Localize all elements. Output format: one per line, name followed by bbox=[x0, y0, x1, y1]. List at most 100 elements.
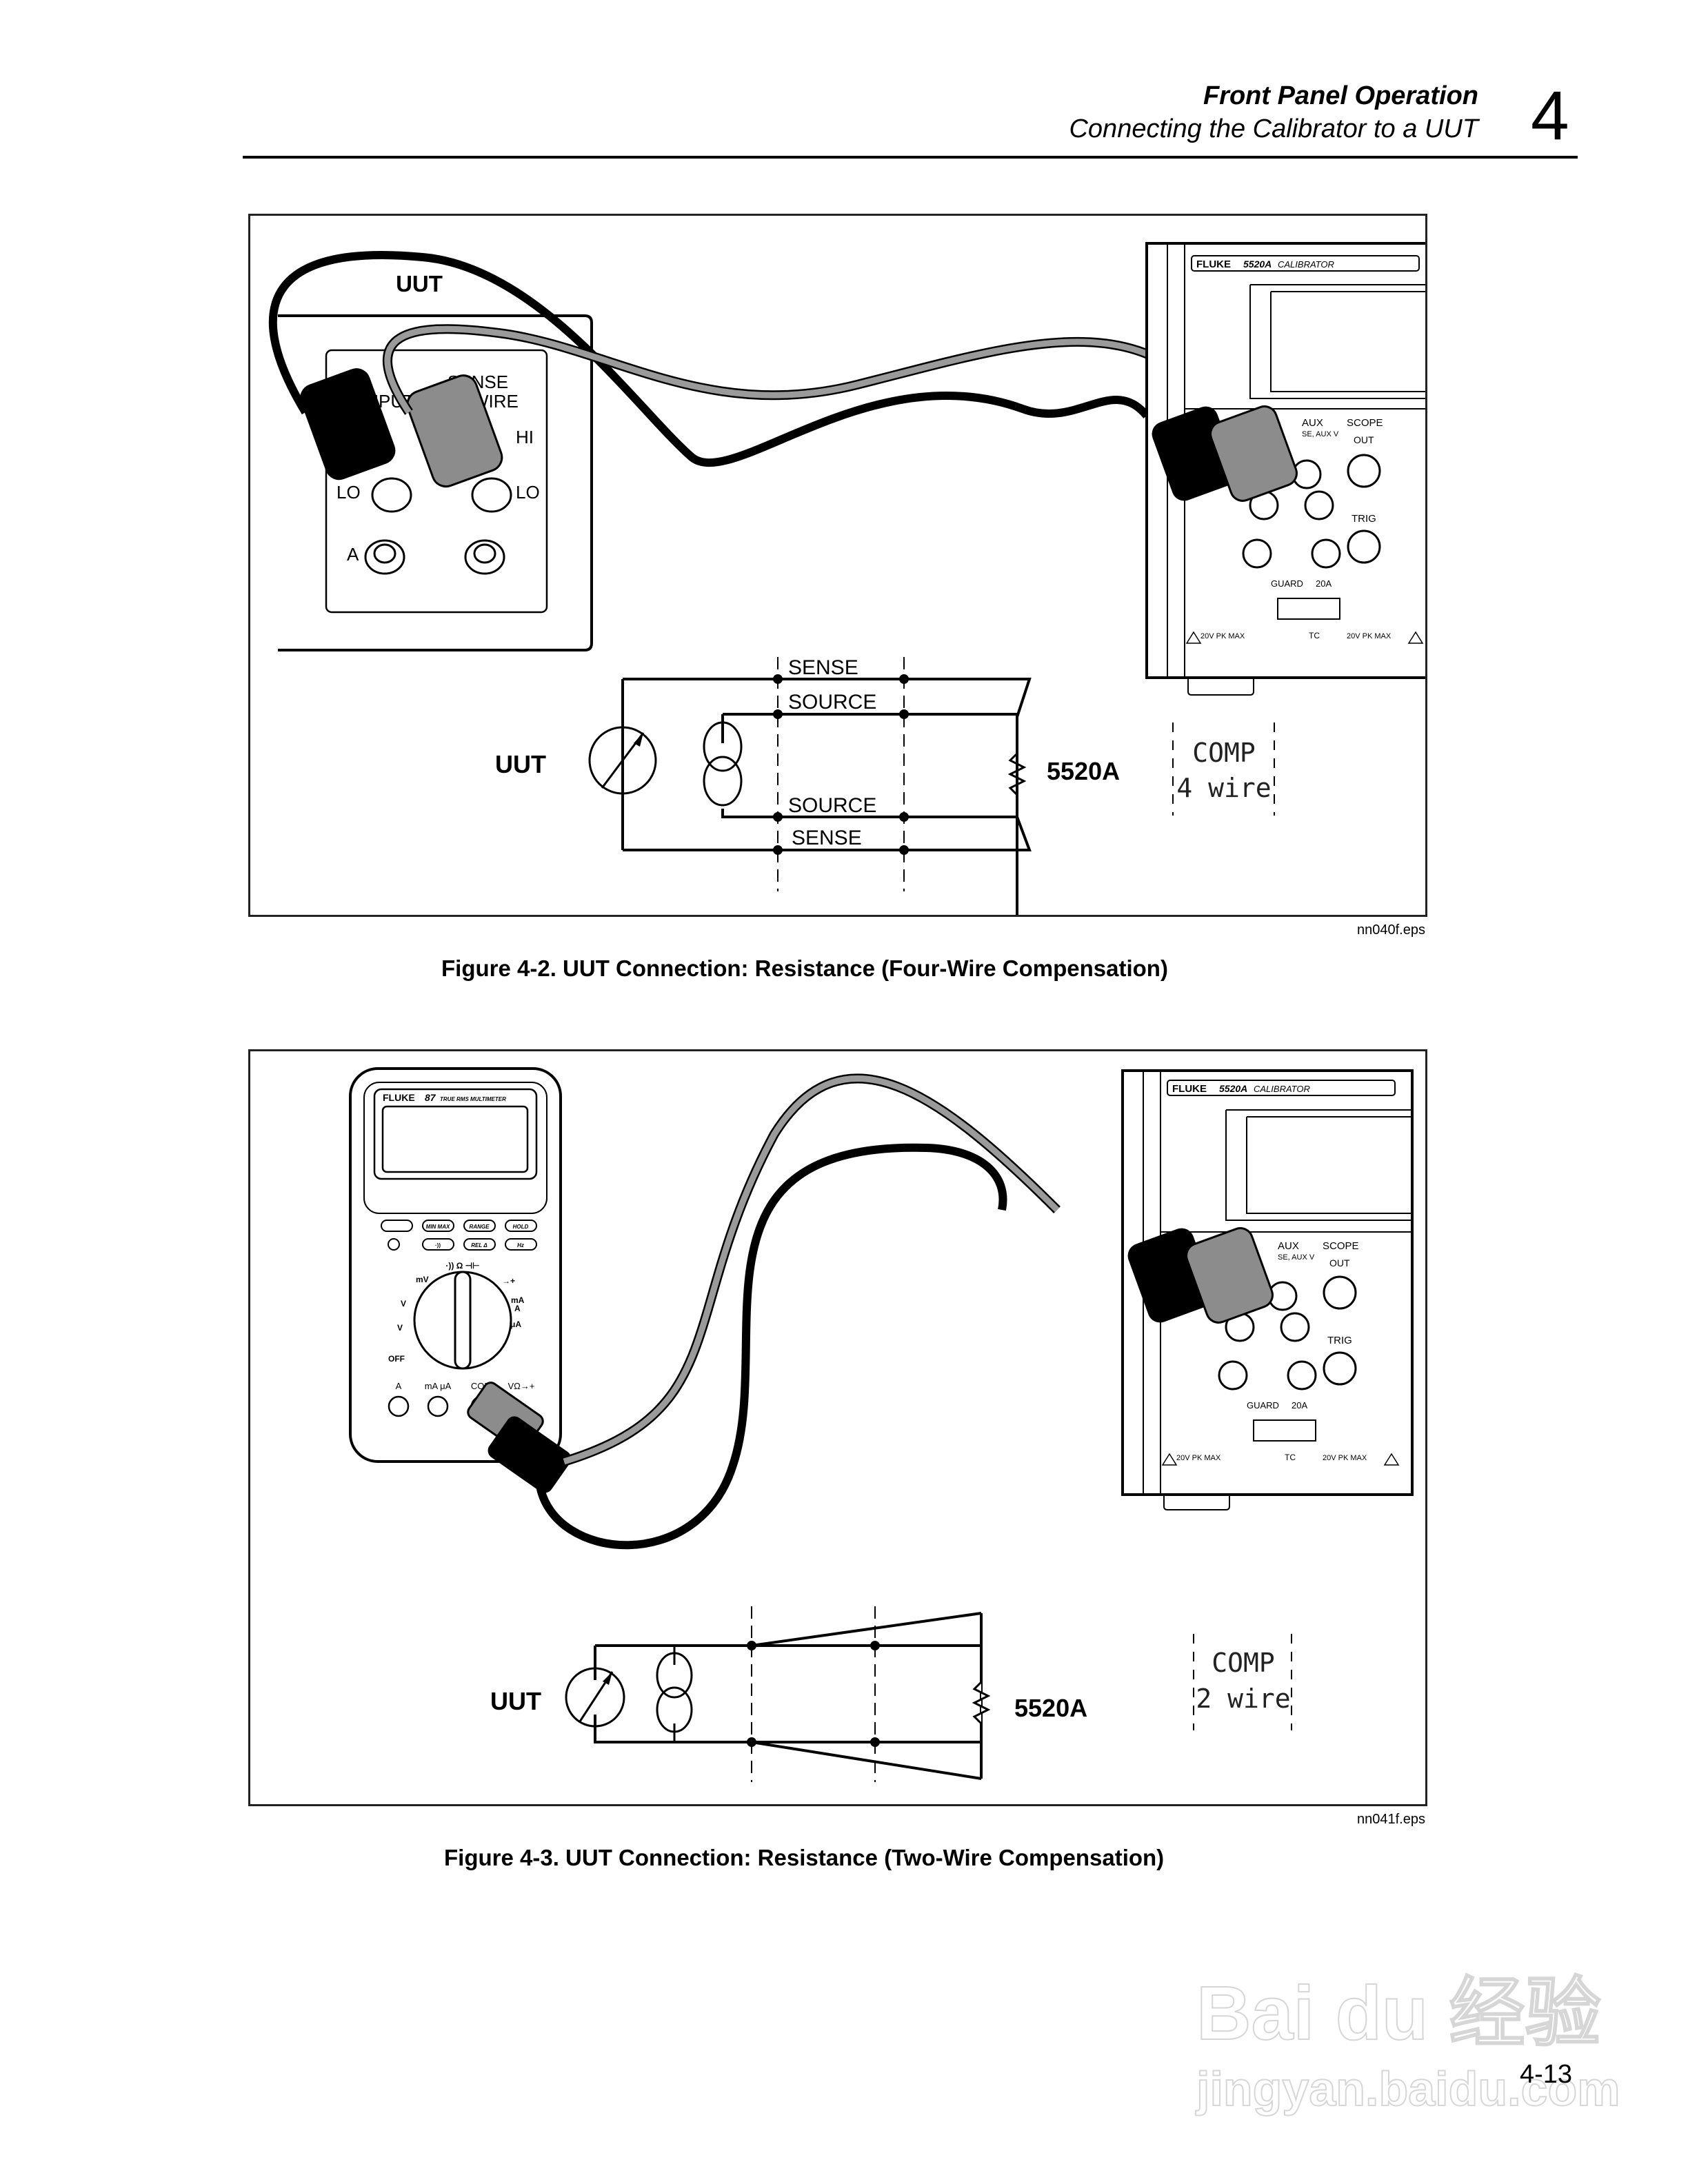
section-title: Front Panel Operation bbox=[1203, 81, 1478, 110]
guard-jack bbox=[1242, 538, 1272, 569]
schematic-4-wire bbox=[588, 657, 1032, 920]
amp-20a-jack bbox=[1311, 538, 1341, 569]
dmm-display bbox=[381, 1105, 529, 1173]
cal-tc-label: TC bbox=[1285, 1453, 1296, 1462]
figure-4-3-filename: nn041f.eps bbox=[1357, 1812, 1425, 1827]
dmm-button-rel[interactable] bbox=[463, 1238, 496, 1251]
figure-4-2-filename: nn040f.eps bbox=[1357, 922, 1425, 938]
cal-display bbox=[1225, 1109, 1412, 1221]
svg-text:mA: mA bbox=[511, 1295, 525, 1305]
cal-aux-label: AUX bbox=[1278, 1240, 1299, 1252]
gray-plug-cal bbox=[1209, 405, 1298, 502]
svg-text:mV: mV bbox=[416, 1275, 429, 1284]
cal-trig-label: TRIG bbox=[1327, 1335, 1352, 1346]
cal-scope-label: SCOPE bbox=[1347, 417, 1383, 429]
dmm-model-suffix: TRUE RMS MULTIMETER bbox=[440, 1096, 506, 1102]
svg-text:A: A bbox=[396, 1381, 402, 1391]
svg-text:·)): ·)) bbox=[435, 1242, 441, 1248]
calibrator-5520a: FLUKE 5520A CALIBRATOR AUX SE, AUX V SCO… bbox=[1145, 242, 1438, 696]
page-number: 4-13 bbox=[1520, 2060, 1573, 2089]
trig-connector bbox=[1347, 529, 1381, 564]
warning-icon bbox=[1185, 631, 1424, 644]
cal-trig-label: TRIG bbox=[1352, 513, 1376, 525]
cal-20a-label: 20A bbox=[1292, 1400, 1307, 1410]
cal-scope-label: SCOPE bbox=[1323, 1240, 1359, 1252]
svg-text:OFF: OFF bbox=[388, 1354, 405, 1364]
amp-20a-jack bbox=[1287, 1360, 1317, 1391]
warning-icon bbox=[1161, 1453, 1400, 1466]
resistor-symbol bbox=[972, 1681, 991, 1725]
figure-4-3-illustration: FLUKE 87 TRUE RMS MULTIMETER MIN MAX RAN… bbox=[349, 1067, 1414, 1782]
multimeter-fluke-87: FLUKE 87 TRUE RMS MULTIMETER MIN MAX RAN… bbox=[349, 1067, 572, 1493]
display-line-2: 2 wire bbox=[1196, 1684, 1290, 1714]
a-label: A bbox=[347, 544, 359, 565]
hi-label: HI bbox=[516, 427, 534, 447]
svg-text:mA μA: mA μA bbox=[425, 1381, 452, 1391]
junction-dots bbox=[773, 674, 909, 855]
comp-display: COMP 4 wire bbox=[1172, 722, 1275, 816]
dmm-button-blank[interactable] bbox=[381, 1220, 413, 1232]
meter-arrow-icon bbox=[634, 733, 643, 747]
wire-label-source-bottom: SOURCE bbox=[788, 794, 876, 817]
cal-20a-label: 20A bbox=[1316, 578, 1332, 589]
chapter-number: 4 bbox=[1531, 77, 1569, 154]
dmm-button-hz[interactable] bbox=[505, 1238, 537, 1251]
scope-out-connector bbox=[1323, 1275, 1357, 1310]
schematic-uut-label: UUT bbox=[495, 750, 546, 778]
svg-text:→+: →+ bbox=[502, 1276, 515, 1286]
tc-connector bbox=[1253, 1419, 1316, 1442]
junction-dots bbox=[747, 1641, 880, 1747]
cal-aux-sub-label: SE, AUX V bbox=[1278, 1253, 1315, 1262]
dmm-button-min-max[interactable] bbox=[422, 1220, 454, 1232]
schematic-5520a-label: 5520A bbox=[1047, 757, 1120, 785]
trig-connector bbox=[1323, 1351, 1357, 1386]
dmm-button-hold[interactable] bbox=[505, 1220, 537, 1232]
dmm-button-beeper[interactable] bbox=[422, 1238, 454, 1251]
cal-warn-left: 20V PK MAX bbox=[1176, 1454, 1221, 1462]
svg-text:RANGE: RANGE bbox=[470, 1224, 490, 1230]
cal-warn-left: 20V PK MAX bbox=[1200, 632, 1245, 640]
comp-display: COMP 2 wire bbox=[1193, 1634, 1292, 1730]
current-source-symbol bbox=[656, 1652, 693, 1699]
uut-title: UUT bbox=[396, 271, 443, 296]
watermark-logo: Bai du 经验 bbox=[1196, 1970, 1602, 2056]
svg-text:A: A bbox=[514, 1304, 521, 1313]
wire-label-source-top: SOURCE bbox=[788, 691, 876, 714]
gray-cable bbox=[384, 325, 1218, 418]
header-rule bbox=[243, 156, 1578, 159]
cal-model-suffix: CALIBRATOR bbox=[1254, 1084, 1310, 1094]
black-plug-uut bbox=[300, 368, 396, 481]
svg-text:REL Δ: REL Δ bbox=[471, 1242, 488, 1248]
black-cable bbox=[268, 251, 1150, 467]
tc-connector bbox=[1277, 598, 1340, 620]
dmm-brand: FLUKE bbox=[383, 1092, 415, 1103]
cal-display bbox=[1249, 284, 1436, 399]
dmm-model: 87 bbox=[425, 1092, 436, 1103]
meter-arrow-icon bbox=[603, 1672, 612, 1685]
dmm-button-range[interactable] bbox=[463, 1220, 496, 1232]
dmm-button-power[interactable] bbox=[388, 1238, 400, 1251]
schematic-5520a-label: 5520A bbox=[1014, 1694, 1087, 1722]
svg-text:·)) Ω ⊣⊢: ·)) Ω ⊣⊢ bbox=[445, 1261, 479, 1271]
gray-plug-cal bbox=[1185, 1227, 1274, 1324]
cal-out-label: OUT bbox=[1329, 1257, 1350, 1268]
black-plug-dmm bbox=[488, 1416, 572, 1493]
watermark-url: jingyan.baidu.com bbox=[1196, 2061, 1621, 2116]
cal-warn-right: 20V PK MAX bbox=[1347, 632, 1391, 640]
scope-out-connector bbox=[1347, 454, 1381, 488]
svg-text:μA: μA bbox=[510, 1320, 521, 1329]
display-line-1: COMP bbox=[1212, 1648, 1275, 1678]
cal-brand: FLUKE bbox=[1196, 259, 1231, 270]
cal-guard-label: GUARD bbox=[1247, 1400, 1279, 1410]
dial-pointer bbox=[454, 1271, 472, 1370]
display-line-1: COMP bbox=[1192, 738, 1256, 768]
cal-foot bbox=[1187, 678, 1254, 696]
cal-out-label: OUT bbox=[1354, 434, 1374, 445]
schematic-uut-label: UUT bbox=[490, 1687, 541, 1715]
black-cable bbox=[536, 1143, 1007, 1550]
cal-aux-sub-label: SE, AUX V bbox=[1302, 430, 1339, 438]
guard-jack bbox=[1218, 1360, 1248, 1391]
gray-plug-uut bbox=[406, 374, 503, 488]
svg-text:MIN MAX: MIN MAX bbox=[426, 1224, 450, 1230]
cal-model: 5520A bbox=[1243, 259, 1272, 270]
